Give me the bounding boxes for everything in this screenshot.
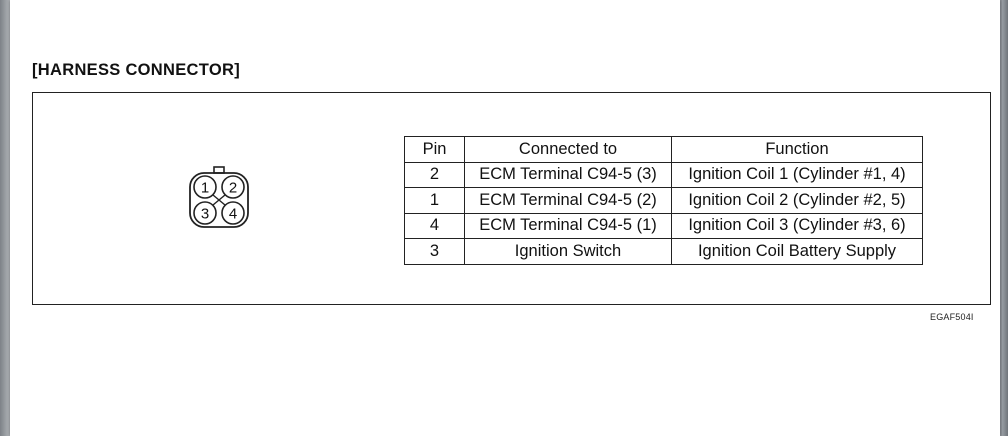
connector-figure-frame (32, 92, 991, 305)
pin-table: Pin Connected to Function 2 ECM Terminal… (404, 136, 923, 265)
pin-label-3: 3 (201, 206, 209, 223)
cell-function: Ignition Coil Battery Supply (671, 238, 923, 265)
cell-pin: 4 (404, 212, 465, 239)
header-connected-to: Connected to (464, 136, 672, 163)
pin-circle-1 (193, 175, 217, 199)
header-pin: Pin (404, 136, 465, 163)
pin-label-2: 2 (229, 180, 237, 197)
table-row: 3 Ignition Switch Ignition Coil Battery … (404, 238, 923, 265)
right-scrollbar[interactable] (1002, 0, 1008, 436)
pin-circle-4 (221, 201, 245, 225)
pin-circle-3 (193, 201, 217, 225)
pin-label-1: 1 (201, 180, 209, 197)
document-page: [HARNESS CONNECTOR] 1 2 3 4 Pin Connecte… (10, 0, 1000, 436)
pin-divider-b (212, 194, 226, 206)
cell-pin: 3 (404, 238, 465, 265)
table-row: 4 ECM Terminal C94-5 (1) Ignition Coil 3… (404, 212, 923, 239)
cell-function: Ignition Coil 2 (Cylinder #2, 5) (671, 187, 923, 214)
harness-connector-diagram: 1 2 3 4 (189, 166, 249, 228)
cell-function: Ignition Coil 1 (Cylinder #1, 4) (671, 161, 923, 188)
cell-pin: 2 (404, 161, 465, 188)
cell-connected-to: ECM Terminal C94-5 (2) (464, 187, 672, 214)
pin-label-4: 4 (229, 206, 237, 223)
header-function: Function (671, 136, 923, 163)
section-title: [HARNESS CONNECTOR] (32, 61, 240, 79)
connector-housing (189, 172, 249, 228)
left-scrollbar[interactable] (0, 0, 10, 436)
table-row: 1 ECM Terminal C94-5 (2) Ignition Coil 2… (404, 187, 923, 214)
cell-connected-to: Ignition Switch (464, 238, 672, 265)
table-row: 2 ECM Terminal C94-5 (3) Ignition Coil 1… (404, 161, 923, 188)
cell-connected-to: ECM Terminal C94-5 (3) (464, 161, 672, 188)
pin-circle-2 (221, 175, 245, 199)
cell-pin: 1 (404, 187, 465, 214)
figure-id: EGAF504I (930, 312, 974, 322)
cell-function: Ignition Coil 3 (Cylinder #3, 6) (671, 212, 923, 239)
cell-connected-to: ECM Terminal C94-5 (1) (464, 212, 672, 239)
table-header-row: Pin Connected to Function (404, 136, 923, 163)
